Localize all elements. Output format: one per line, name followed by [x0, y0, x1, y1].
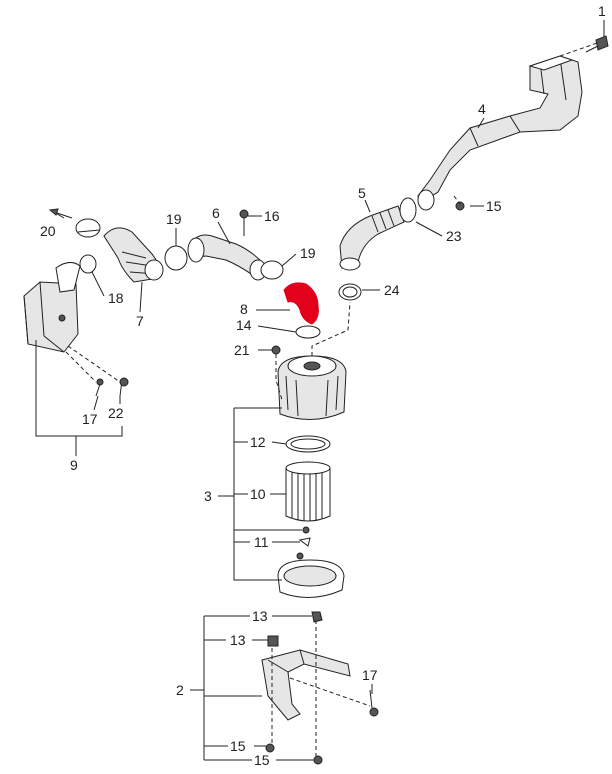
bellows-hose-7-part[interactable] — [103, 227, 164, 283]
nut-15a-part[interactable] — [455, 201, 465, 211]
callout-17a[interactable]: 17 — [82, 411, 98, 427]
nut-13a-part[interactable] — [311, 611, 323, 623]
callout-22[interactable]: 22 — [108, 405, 124, 421]
bolt-17a-part[interactable] — [95, 378, 104, 397]
callout-19b[interactable]: 19 — [300, 245, 316, 261]
bracket-2-part[interactable] — [261, 649, 351, 721]
clamp-20-part[interactable] — [75, 218, 101, 238]
callout-8[interactable]: 8 — [240, 301, 248, 317]
callout-16[interactable]: 16 — [264, 208, 280, 224]
callout-18[interactable]: 18 — [108, 290, 124, 306]
callout-labels: 1 4 5 15 23 24 6 16 19 19 20 18 7 8 14 2… — [40, 3, 606, 768]
callout-11[interactable]: 11 — [254, 534, 269, 550]
callout-19a[interactable]: 19 — [166, 211, 182, 227]
callout-15a[interactable]: 15 — [486, 198, 502, 214]
gasket-12-part[interactable] — [285, 435, 331, 453]
air-cleaner-lower-housing-part[interactable] — [277, 552, 345, 599]
callout-1[interactable]: 1 — [598, 3, 606, 19]
callout-17b[interactable]: 17 — [362, 667, 378, 683]
callout-2[interactable]: 2 — [176, 682, 184, 698]
callout-12[interactable]: 12 — [250, 434, 266, 450]
leader-lines — [35, 20, 605, 761]
clamp-19b-part[interactable] — [260, 260, 284, 280]
duct-coupler-part[interactable] — [417, 189, 435, 211]
hose-8-highlighted-part[interactable] — [283, 282, 319, 325]
bolt-22-part[interactable] — [119, 377, 129, 397]
callout-13b[interactable]: 13 — [230, 632, 246, 648]
filter-element-10-part[interactable] — [285, 461, 331, 522]
callout-14[interactable]: 14 — [236, 317, 252, 333]
callout-5[interactable]: 5 — [358, 185, 366, 201]
resonator-9-part[interactable] — [23, 262, 81, 353]
clamp-19a-part[interactable] — [164, 245, 188, 271]
nut-15b-part[interactable] — [265, 743, 275, 753]
nut-15c-part[interactable] — [313, 755, 323, 765]
assembly-dashed-lines — [65, 41, 601, 760]
callout-21[interactable]: 21 — [234, 342, 250, 358]
clamp-24-part[interactable] — [338, 283, 362, 301]
bolt-17b-part[interactable] — [369, 689, 379, 717]
clamp-18-part[interactable] — [79, 254, 97, 274]
clamp-14-part[interactable] — [295, 325, 321, 339]
callout-23[interactable]: 23 — [446, 228, 462, 244]
hose-6-part[interactable] — [187, 234, 267, 281]
callout-7[interactable]: 7 — [136, 313, 144, 329]
callout-15b[interactable]: 15 — [230, 738, 246, 754]
air-cleaner-upper-housing-part[interactable] — [277, 355, 347, 421]
nut-21-part[interactable] — [271, 345, 281, 355]
callout-4[interactable]: 4 — [478, 101, 486, 117]
callout-15c[interactable]: 15 — [254, 752, 270, 768]
callout-20[interactable]: 20 — [40, 223, 56, 239]
bellows-hose-5-part[interactable] — [339, 205, 405, 271]
callout-6[interactable]: 6 — [212, 205, 220, 221]
bolt-16-part[interactable] — [239, 209, 249, 236]
callout-9[interactable]: 9 — [70, 457, 78, 473]
clamp-23-part[interactable] — [399, 197, 417, 223]
callout-3[interactable]: 3 — [204, 488, 212, 504]
bolt-1-part[interactable] — [585, 22, 609, 53]
clip-11-part[interactable] — [298, 526, 311, 547]
callout-24[interactable]: 24 — [384, 282, 400, 298]
direction-arrow-icon — [48, 208, 73, 219]
callout-13a[interactable]: 13 — [252, 608, 268, 624]
nut-13b-part[interactable] — [267, 635, 279, 647]
callout-10[interactable]: 10 — [250, 486, 266, 502]
intake-duct-part[interactable] — [417, 55, 583, 205]
